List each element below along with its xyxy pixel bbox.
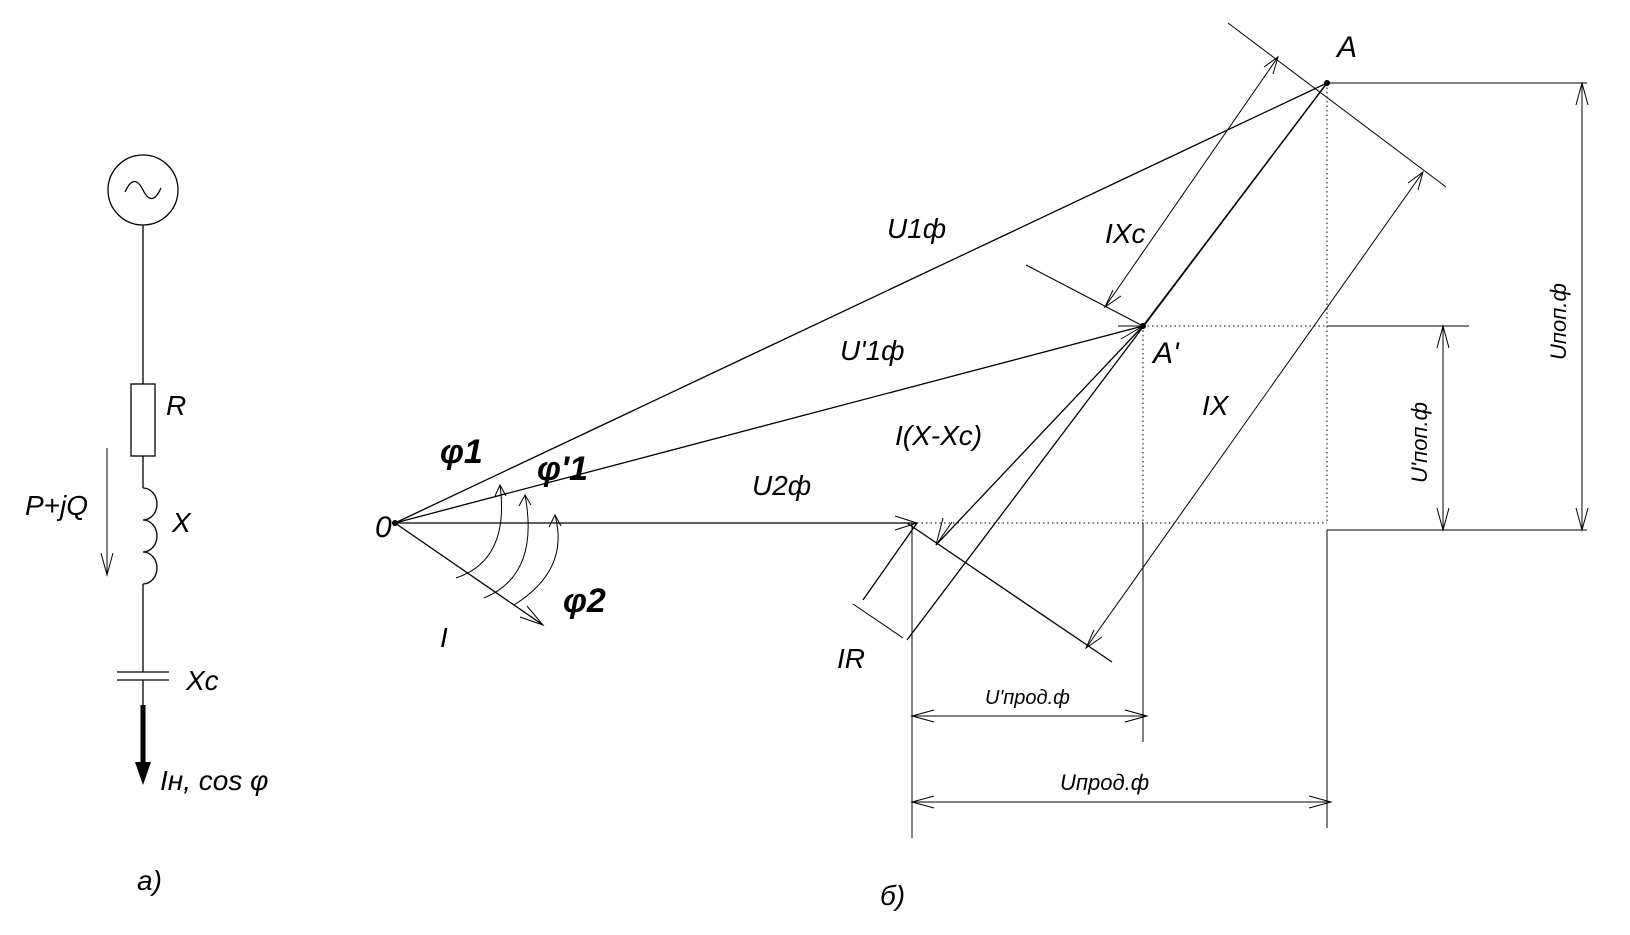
A-prime-perp-line (1025, 264, 1144, 327)
vector-U1-prime (394, 325, 1144, 524)
IX-dimension (1085, 171, 1424, 649)
dim-U-pop-arrow-bottom (1575, 507, 1589, 532)
arc-phi1-prime (483, 494, 529, 599)
IX-dim-arrowhead-top (1407, 170, 1424, 191)
inductor-label: X (171, 507, 192, 538)
dim-U-pop-prime-arrow-top (1436, 324, 1450, 349)
IX-dim-arrowhead-bottom (1084, 629, 1103, 650)
IXc-dim-arrowhead-top (1263, 55, 1279, 75)
label-IX: IX (1202, 390, 1230, 421)
label-IXc: IXc (1105, 218, 1145, 249)
label-point-A: A (1335, 31, 1357, 64)
projection-lines (917, 83, 1328, 524)
arc-phi1 (455, 484, 503, 579)
sine-wave-icon (124, 180, 162, 200)
arc-phi1-prime-arrow (518, 493, 532, 507)
arc-phi2-arrow (548, 513, 562, 528)
vector-IXXc (935, 325, 1144, 546)
dim-U-prod-prime-arrow-right (1124, 709, 1149, 723)
power-label: P+jQ (25, 490, 88, 521)
label-IR: IR (837, 643, 865, 674)
label-U1-prime: U'1ф (840, 335, 905, 366)
dim-U-prod-prime-arrow-left (910, 709, 935, 723)
dim-U-prod-arrow-left (910, 795, 935, 809)
label-U2: U2ф (752, 470, 811, 501)
arc-phi2 (513, 514, 559, 606)
arc-phi1-arrow (494, 483, 507, 497)
resistor-symbol (130, 383, 156, 457)
panel-a-caption: а) (137, 865, 162, 896)
label-phi2: φ2 (563, 582, 606, 620)
label-phi1-prime: φ'1 (537, 450, 588, 488)
A-perp-line (1227, 22, 1447, 188)
inductor-symbol (142, 487, 158, 585)
origin-point (392, 520, 398, 526)
IXc-dimension (1104, 56, 1279, 308)
vector-IXXc-arrowhead (935, 517, 953, 546)
vector-I-arrowhead (519, 605, 545, 627)
label-origin: 0 (375, 511, 392, 544)
IR-end-line (906, 522, 1113, 663)
label-U1: U1ф (887, 213, 946, 244)
circuit-schematic: R X Xc P+jQ Iн, cos φ а) (25, 154, 268, 896)
IXc-segment (1142, 82, 1328, 327)
dimension-lines (910, 81, 1589, 838)
load-label: Iн, cos φ (160, 765, 268, 796)
panel-b-caption: б) (880, 880, 905, 911)
capacitor-label: Xc (185, 665, 219, 696)
label-IXXc: I(X-Xc) (895, 420, 982, 451)
dim-U-prod-arrow-right (1308, 795, 1333, 809)
IR-dimension (852, 603, 904, 639)
angle-arcs (455, 483, 562, 606)
phasor-labels: 0 A A' U1ф U'1ф U2ф IXc IX I(X-Xc) IR I … (375, 31, 1571, 911)
label-U-pop-prime: U'поп.ф (1407, 402, 1432, 483)
dim-U-pop-prime-arrow-bottom (1436, 507, 1450, 532)
label-point-A-prime: A' (1151, 337, 1180, 370)
power-flow-arrowhead (100, 552, 114, 577)
label-phi1: φ1 (440, 433, 483, 471)
vector-IR (862, 522, 918, 601)
load-current-arrowhead (135, 762, 151, 785)
phasor-vectors (392, 22, 1447, 663)
resistor-label: R (166, 390, 186, 421)
vector-U1 (394, 82, 1328, 524)
vector-I (394, 522, 544, 626)
dim-U-pop-arrow-top (1575, 81, 1589, 106)
label-I: I (440, 622, 448, 653)
label-U-prod: Uпрод.ф (1060, 770, 1149, 795)
IXc-dim-arrowhead-bottom (1103, 289, 1122, 309)
label-U-pop: Uпоп.ф (1546, 283, 1571, 360)
label-U-prod-prime: U'прод.ф (985, 687, 1070, 709)
